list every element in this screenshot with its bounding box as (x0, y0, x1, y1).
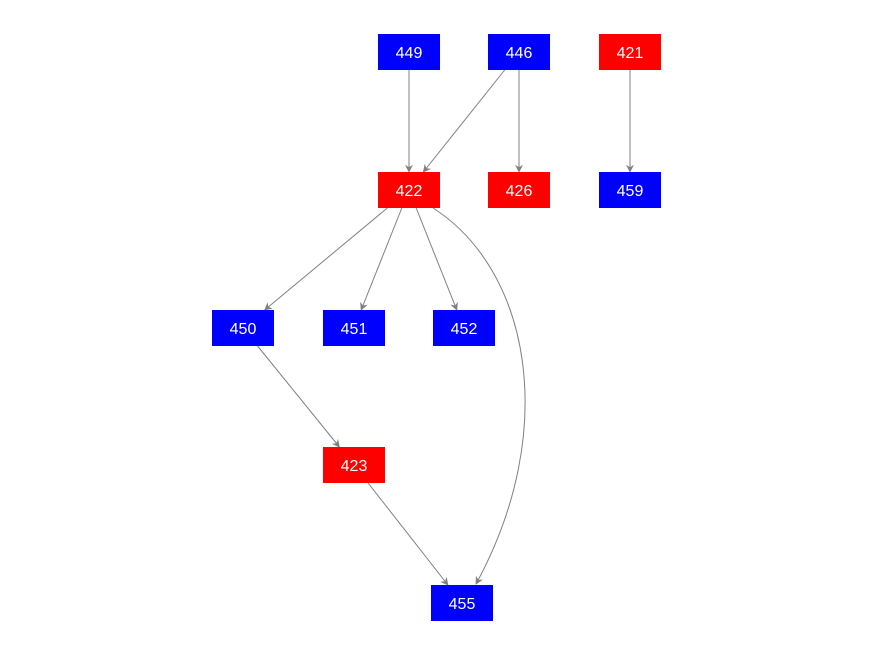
node-box-455[interactable] (431, 585, 493, 621)
node-label-450: 450 (230, 321, 257, 338)
node-label-459: 459 (617, 183, 644, 200)
node-446[interactable]: 446 (488, 34, 550, 70)
node-426[interactable]: 426 (488, 172, 550, 208)
node-label-421: 421 (617, 45, 644, 62)
node-label-423: 423 (341, 458, 368, 475)
node-423[interactable]: 423 (323, 447, 385, 483)
edges-layer (257, 69, 634, 586)
node-box-451[interactable] (323, 310, 385, 346)
edge-422-to-452 (415, 207, 458, 311)
node-box-449[interactable] (378, 34, 440, 70)
node-451[interactable]: 451 (323, 310, 385, 346)
node-box-421[interactable] (599, 34, 661, 70)
node-box-452[interactable] (433, 310, 495, 346)
edge-422-to-455 (432, 207, 526, 585)
edge-450-to-423 (257, 345, 340, 448)
node-label-446: 446 (506, 45, 533, 62)
node-450[interactable]: 450 (212, 310, 274, 346)
node-label-455: 455 (449, 596, 476, 613)
node-box-423[interactable] (323, 447, 385, 483)
node-box-446[interactable] (488, 34, 550, 70)
node-459[interactable]: 459 (599, 172, 661, 208)
node-label-426: 426 (506, 183, 533, 200)
node-box-459[interactable] (599, 172, 661, 208)
node-label-452: 452 (451, 321, 478, 338)
edge-422-to-451 (360, 207, 403, 311)
node-421[interactable]: 421 (599, 34, 661, 70)
node-box-450[interactable] (212, 310, 274, 346)
node-label-449: 449 (396, 45, 423, 62)
node-label-451: 451 (341, 321, 368, 338)
node-label-422: 422 (396, 183, 423, 200)
node-box-426[interactable] (488, 172, 550, 208)
nodes-layer: 449 446 421 422 426 459 450 451 452 423 455 (212, 34, 661, 621)
node-452[interactable]: 452 (433, 310, 495, 346)
node-455[interactable]: 455 (431, 585, 493, 621)
node-422[interactable]: 422 (378, 172, 440, 208)
edge-422-to-450 (264, 207, 388, 311)
edge-446-to-422 (422, 69, 506, 173)
edge-423-to-455 (367, 482, 449, 586)
node-box-422[interactable] (378, 172, 440, 208)
node-449[interactable]: 449 (378, 34, 440, 70)
